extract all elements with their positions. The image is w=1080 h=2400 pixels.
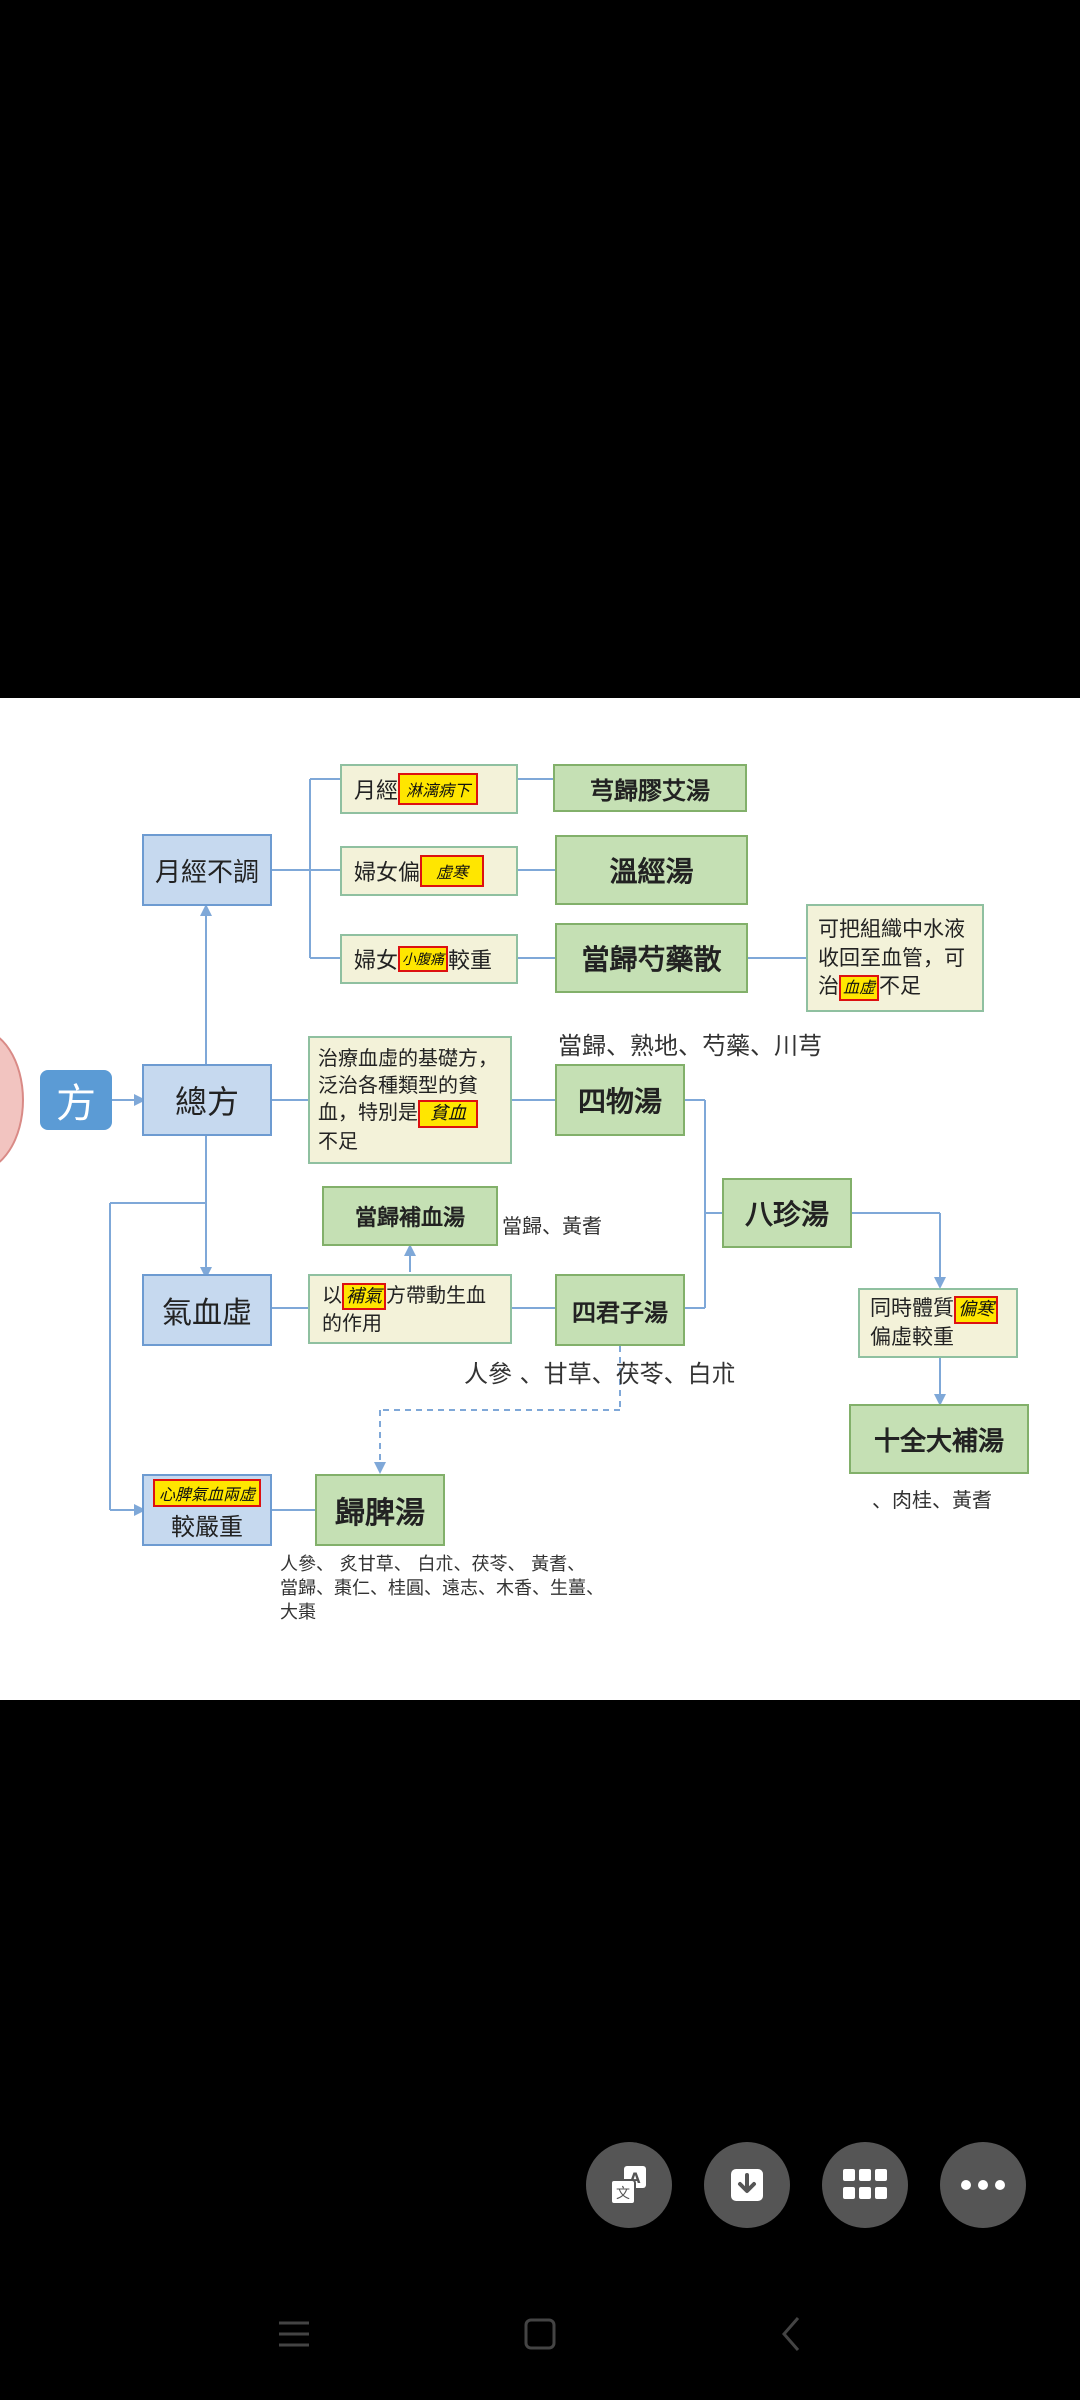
desc-tissue-fluid-line3a: 治 <box>818 974 839 999</box>
condition-women-pain: 婦女 小腹痛 較重 <box>340 934 518 984</box>
root-label: 方 <box>56 1081 96 1127</box>
root-node: 方 <box>40 1070 112 1130</box>
condition-women-pain-highlight: 小腹痛 <box>398 946 449 972</box>
more-icon <box>961 2180 1005 2190</box>
apps-button[interactable] <box>822 2142 908 2228</box>
nav-menu-button[interactable] <box>276 2318 312 2350</box>
formula-dang-gui-bu-xue: 當歸補血湯 <box>322 1186 498 1246</box>
category-menstrual: 月經不調 <box>142 834 272 906</box>
nav-home-button[interactable] <box>522 2316 558 2352</box>
ingredients-shi-quan: 、肉桂、黃耆 <box>872 1488 992 1512</box>
formula-dang-gui-shao-yao-label: 當歸芍藥散 <box>581 943 722 976</box>
desc-qi-blood-line1: 以補氣方帶動生血 <box>322 1282 486 1311</box>
formula-xiong-gui-jiao-ai-label: 芎歸膠艾湯 <box>590 775 710 805</box>
desc-qi-blood-line1b: 方帶動生血 <box>386 1282 486 1307</box>
main-formula-node: 總方 <box>142 1064 272 1136</box>
desc-qi-blood-highlight: 補氣 <box>342 1282 386 1311</box>
diagram-slide: 方 總方 月經不調 氣血虛 心脾氣血兩虛 較嚴重 月經 淋漓病下 婦女偏 虛寒 … <box>0 698 1080 1700</box>
desc-qi-blood-line2: 的作用 <box>322 1311 382 1336</box>
desc-constitution-line1-text: 同時體質 <box>870 1296 954 1321</box>
menu-icon <box>279 2321 309 2347</box>
ingredients-gui-pi-line1: 人參、 炙甘草、 白朮、茯苓、 黃耆、 <box>280 1554 586 1575</box>
back-chevron-icon <box>782 2317 800 2351</box>
desc-base-formula-line3: 血，特別是貧血 <box>318 1099 478 1129</box>
desc-constitution: 同時體質偏寒 偏虛較重 <box>858 1288 1018 1358</box>
desc-base-formula-line4: 不足 <box>318 1129 358 1154</box>
category-menstrual-label: 月經不調 <box>154 857 259 888</box>
condition-women-pain-text: 婦女 <box>354 949 399 974</box>
condition-women-pain-suffix: 較重 <box>448 949 493 974</box>
desc-base-formula-line2: 泛治各種類型的貧 <box>318 1072 478 1097</box>
desc-tissue-fluid-line1: 可把組織中水液 <box>818 917 965 942</box>
condition-women-cold-highlight: 虛寒 <box>420 855 485 887</box>
desc-tissue-fluid-line3: 治血虛不足 <box>818 972 921 1001</box>
formula-si-jun-zi-label: 四君子湯 <box>572 1297 668 1327</box>
desc-constitution-line2: 偏虛較重 <box>870 1324 954 1349</box>
ingredients-dang-gui-bu-xue: 當歸、黃耆 <box>502 1214 602 1238</box>
formula-gui-pi-label: 歸脾湯 <box>335 1496 425 1531</box>
condition-women-cold-text: 婦女偏 <box>354 861 421 886</box>
formula-dang-gui-bu-xue-label: 當歸補血湯 <box>354 1205 465 1231</box>
desc-base-formula-line3-text: 血，特別是 <box>318 1099 418 1124</box>
svg-text:文: 文 <box>616 2186 630 2202</box>
home-square-icon <box>524 2318 556 2350</box>
formula-gui-pi: 歸脾湯 <box>315 1474 445 1546</box>
category-severe-label: 較嚴重 <box>171 1512 243 1541</box>
formula-si-jun-zi: 四君子湯 <box>555 1274 685 1346</box>
desc-qi-blood-line1a: 以 <box>322 1282 342 1307</box>
formula-dang-gui-shao-yao: 當歸芍藥散 <box>555 923 748 993</box>
category-qi-blood: 氣血虛 <box>142 1274 272 1346</box>
condition-menstrual-a: 月經 淋漓病下 <box>340 764 518 814</box>
nav-back-button[interactable] <box>776 2314 806 2354</box>
translate-icon: A 文 <box>610 2166 646 2205</box>
condition-menstrual-a-highlight: 淋漓病下 <box>398 773 479 805</box>
category-severe: 心脾氣血兩虛 較嚴重 <box>142 1474 272 1546</box>
desc-constitution-line1: 同時體質偏寒 <box>870 1295 998 1324</box>
ingredients-gui-pi-line3: 大棗 <box>280 1602 316 1623</box>
svg-text:A: A <box>630 2171 641 2187</box>
desc-base-formula-highlight: 貧血 <box>418 1099 478 1129</box>
desc-base-formula-line1: 治療血虛的基礎方， <box>318 1045 498 1070</box>
severe-highlight: 心脾氣血兩虛 <box>152 1478 261 1507</box>
condition-menstrual-a-text: 月經 <box>354 779 399 804</box>
download-icon <box>731 2169 763 2201</box>
formula-si-wu-label: 四物湯 <box>577 1085 662 1118</box>
category-qi-blood-label: 氣血虛 <box>162 1296 252 1331</box>
formula-wen-jing-label: 溫經湯 <box>609 855 694 888</box>
translate-button[interactable]: A 文 <box>586 2142 672 2228</box>
desc-tissue-fluid-line2: 收回至血管，可 <box>818 945 965 970</box>
formula-ba-zhen: 八珍湯 <box>722 1178 852 1248</box>
more-button[interactable] <box>940 2142 1026 2228</box>
formula-shi-quan-da-bu: 十全大補湯 <box>849 1404 1029 1474</box>
download-button[interactable] <box>704 2142 790 2228</box>
desc-constitution-highlight: 偏寒 <box>954 1296 998 1324</box>
grid-icon <box>843 2169 887 2199</box>
ingredients-si-wu: 當歸、熟地、芍藥、川芎 <box>558 1032 822 1060</box>
ingredients-si-jun-zi: 人參 、甘草、茯苓、白朮 <box>464 1360 736 1388</box>
desc-tissue-fluid-line3b: 不足 <box>879 974 922 999</box>
connector-lines <box>109 778 946 1516</box>
formula-xiong-gui-jiao-ai: 芎歸膠艾湯 <box>553 764 747 812</box>
main-formula-label: 總方 <box>174 1083 239 1121</box>
desc-tissue-fluid-highlight: 血虛 <box>839 975 880 1001</box>
formula-shi-quan-da-bu-label: 十全大補湯 <box>873 1426 1004 1457</box>
formula-wen-jing: 溫經湯 <box>555 835 748 905</box>
formula-si-wu: 四物湯 <box>555 1064 685 1136</box>
condition-women-cold: 婦女偏 虛寒 <box>340 846 518 896</box>
desc-base-formula: 治療血虛的基礎方， 泛治各種類型的貧 血，特別是貧血 不足 <box>308 1036 512 1164</box>
desc-qi-blood: 以補氣方帶動生血 的作用 <box>308 1274 512 1344</box>
ingredients-gui-pi-line2: 當歸、棗仁、桂圓、遠志、木香、生薑、 <box>280 1578 604 1599</box>
desc-tissue-fluid: 可把組織中水液 收回至血管，可 治血虛不足 <box>806 904 984 1012</box>
formula-ba-zhen-label: 八珍湯 <box>744 1198 829 1231</box>
